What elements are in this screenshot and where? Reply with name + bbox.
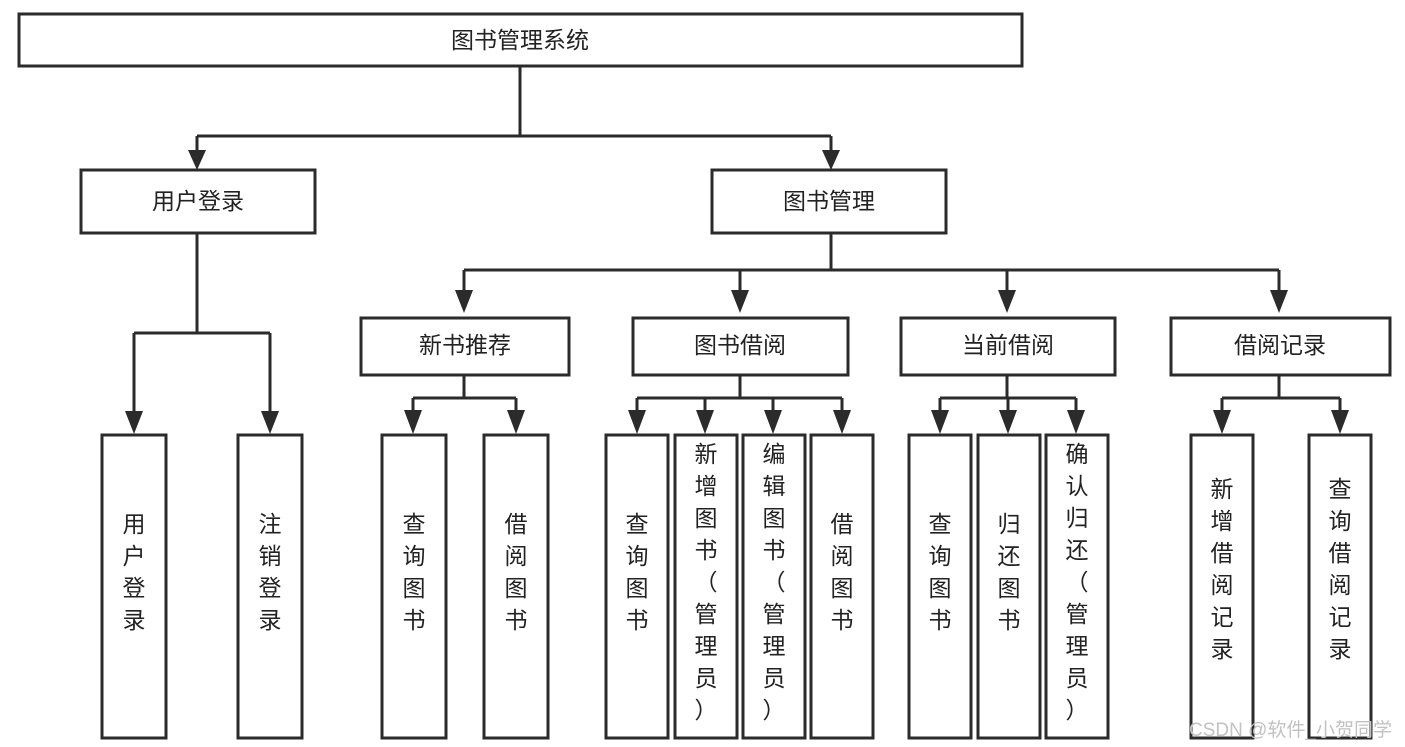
arrow-head-borrow-record	[1270, 290, 1288, 313]
arrow-head-new-book-rec	[455, 290, 473, 313]
leaf-book-borrow-3-label: 借阅图书	[831, 511, 854, 633]
leaf-book-borrow-0-box[interactable]	[604, 433, 670, 740]
node-root-label: 图书管理系统	[451, 27, 589, 53]
leaf-borrow-record-1-label: 查询借阅记录	[1329, 476, 1352, 662]
arrow-head-user-login-leaf-1	[125, 411, 143, 434]
arrow-head-currentborrow-leaf-1	[931, 410, 949, 434]
leaf-book-borrow-1[interactable]: 新增图书（管理员）	[673, 433, 739, 740]
node-new-book-recommend[interactable]: 新书推荐	[359, 316, 571, 377]
arrow-head-currentborrow-leaf-2	[999, 410, 1017, 434]
leaf-current-borrow-2-box[interactable]	[1044, 433, 1110, 740]
leaf-book-borrow-2-label: 编辑图书（管理员）	[763, 441, 786, 723]
leaf-borrow-record-0-label: 新增借阅记录	[1211, 476, 1234, 662]
leaf-current-borrow-1-box[interactable]	[976, 433, 1042, 740]
node-user-login[interactable]: 用户登录	[79, 168, 317, 235]
arrow-head-bookborrow-leaf-3	[764, 410, 782, 434]
leaf-new-book-recommend-0-box[interactable]	[380, 433, 448, 740]
leaf-current-borrow-1[interactable]: 归还图书	[976, 433, 1042, 740]
leaf-new-book-recommend-1-box[interactable]	[482, 433, 550, 740]
leaf-user-login-0-box[interactable]	[100, 433, 168, 740]
node-current-borrow-label: 当前借阅	[962, 332, 1054, 358]
connector-layer	[125, 66, 1349, 434]
node-book-borrow[interactable]: 图书借阅	[631, 316, 850, 377]
leaf-borrow-record-0[interactable]: 新增借阅记录	[1189, 433, 1255, 740]
leaf-user-login-0[interactable]: 用户登录	[100, 433, 168, 740]
leaf-book-borrow-3[interactable]: 借阅图书	[809, 433, 875, 740]
node-book-borrow-label: 图书借阅	[694, 332, 786, 358]
leaf-current-borrow-0[interactable]: 查询图书	[907, 433, 973, 740]
arrow-head-bookborrow-leaf-4	[833, 410, 851, 434]
leaf-current-borrow-2-label: 确认归还（管理员）	[1066, 441, 1089, 723]
leaf-book-borrow-0[interactable]: 查询图书	[604, 433, 670, 740]
arrow-head-currentborrow-leaf-3	[1067, 410, 1085, 434]
node-current-borrow-box[interactable]	[899, 316, 1117, 377]
leaf-new-book-recommend-1[interactable]: 借阅图书	[482, 433, 550, 740]
arrow-head-bookborrow-leaf-1	[628, 410, 646, 434]
leaf-new-book-recommend-0[interactable]: 查询图书	[380, 433, 448, 740]
node-borrow-record-box[interactable]	[1169, 316, 1392, 377]
leaf-user-login-1[interactable]: 注销登录	[236, 433, 304, 740]
leaf-book-borrow-1-label: 新增图书（管理员）	[695, 441, 718, 723]
node-user-login-label: 用户登录	[152, 188, 244, 214]
leaf-book-borrow-1-box[interactable]	[673, 433, 739, 740]
node-book-manage-box[interactable]	[710, 168, 948, 235]
arrow-head-newbook-leaf-2	[507, 410, 525, 434]
leaf-book-borrow-3-box[interactable]	[809, 433, 875, 740]
node-borrow-record-label: 借阅记录	[1234, 332, 1326, 358]
leaf-current-borrow-1-label: 归还图书	[998, 511, 1021, 633]
node-current-borrow[interactable]: 当前借阅	[899, 316, 1117, 377]
leaf-new-book-recommend-0-label: 查询图书	[403, 511, 426, 633]
leaf-borrow-record-0-box[interactable]	[1189, 433, 1255, 740]
leaf-current-borrow-0-box[interactable]	[907, 433, 973, 740]
leaf-user-login-0-label: 用户登录	[123, 511, 146, 633]
node-borrow-record[interactable]: 借阅记录	[1169, 316, 1392, 377]
arrow-head-borrowrecord-leaf-1	[1213, 410, 1231, 434]
leaf-borrow-record-1-box[interactable]	[1307, 433, 1373, 740]
arrow-head-user-login-leaf-2	[261, 411, 279, 434]
arrow-head-bookborrow-leaf-2	[696, 410, 714, 434]
leaf-book-borrow-2[interactable]: 编辑图书（管理员）	[741, 433, 807, 740]
leaf-new-book-recommend-1-label: 借阅图书	[505, 511, 528, 633]
leaf-book-borrow-2-box[interactable]	[741, 433, 807, 740]
arrow-head-borrowrecord-leaf-2	[1331, 410, 1349, 434]
node-user-login-box[interactable]	[79, 168, 317, 235]
csdn-watermark: CSDN @软件_小贺同学	[1189, 719, 1392, 741]
node-book-borrow-box[interactable]	[631, 316, 850, 377]
leaf-current-borrow-0-label: 查询图书	[929, 511, 952, 633]
leaf-user-login-1-box[interactable]	[236, 433, 304, 740]
leaf-current-borrow-2[interactable]: 确认归还（管理员）	[1044, 433, 1110, 740]
leaf-borrow-record-1[interactable]: 查询借阅记录	[1307, 433, 1373, 740]
node-book-manage-label: 图书管理	[783, 188, 875, 214]
node-root-box[interactable]	[17, 12, 1024, 68]
arrow-head-book-manage	[822, 150, 840, 170]
leaf-book-borrow-0-label: 查询图书	[626, 511, 649, 633]
arrow-head-newbook-leaf-1	[404, 410, 422, 434]
arrow-head-user-login	[188, 150, 206, 170]
arrow-head-book-borrow	[731, 290, 749, 313]
node-new-book-recommend-box[interactable]	[359, 316, 571, 377]
node-book-manage[interactable]: 图书管理	[710, 168, 948, 235]
node-new-book-recommend-label: 新书推荐	[419, 332, 511, 358]
node-root[interactable]: 图书管理系统	[17, 12, 1024, 68]
arrow-head-current-borrow	[998, 290, 1016, 313]
leaf-user-login-1-label: 注销登录	[259, 511, 282, 633]
